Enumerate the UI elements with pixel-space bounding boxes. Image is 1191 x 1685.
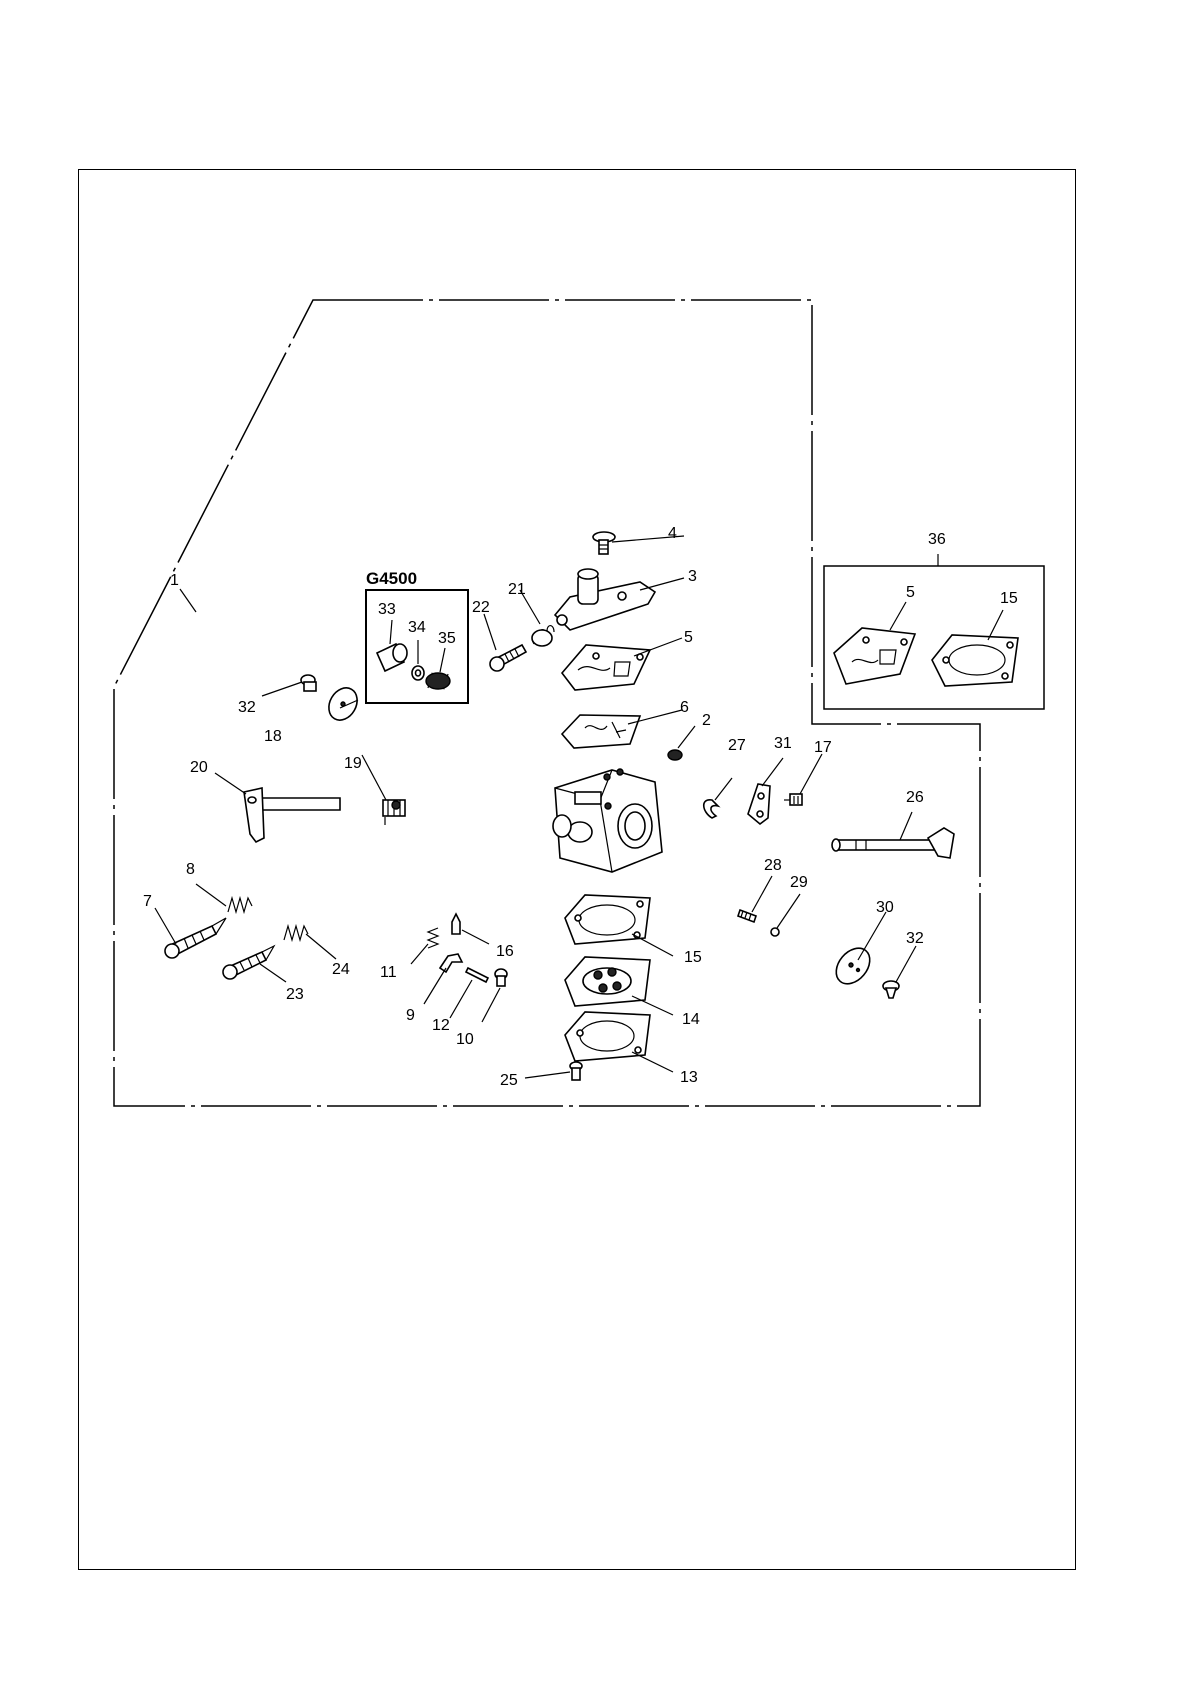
part-24-spring bbox=[284, 926, 308, 940]
part-20-shaft bbox=[244, 788, 340, 842]
label-31: 31 bbox=[774, 735, 792, 752]
part-34-washer bbox=[412, 666, 424, 680]
part-21-spring bbox=[532, 626, 554, 646]
label-15: 15 bbox=[684, 949, 702, 966]
part-19-spring bbox=[383, 800, 405, 825]
label-27: 27 bbox=[728, 737, 746, 754]
part-25-screw bbox=[570, 1062, 582, 1080]
kit-g4500-title: G4500 bbox=[366, 569, 417, 588]
label-6: 6 bbox=[680, 699, 689, 716]
part-16-needle bbox=[452, 914, 460, 934]
label-17: 17 bbox=[814, 739, 832, 756]
part-13-cover bbox=[565, 1012, 650, 1061]
label-16: 16 bbox=[496, 943, 514, 960]
label-20: 20 bbox=[190, 759, 208, 776]
part-9-lever bbox=[440, 954, 462, 972]
part-7-needle bbox=[165, 918, 226, 958]
label-10: 10 bbox=[456, 1031, 474, 1048]
part-17-screw bbox=[784, 794, 802, 805]
label-12: 12 bbox=[432, 1017, 450, 1034]
part-30-disc bbox=[829, 942, 876, 991]
label-25: 25 bbox=[500, 1072, 518, 1089]
label-3: 3 bbox=[688, 568, 697, 585]
label-30: 30 bbox=[876, 899, 894, 916]
part-5-gasket bbox=[562, 645, 650, 690]
part-31-lever bbox=[748, 784, 770, 824]
part-3-cover bbox=[555, 569, 655, 630]
part-2-grommet bbox=[668, 750, 682, 760]
part-10-screw bbox=[495, 969, 507, 986]
label-29: 29 bbox=[790, 874, 808, 891]
label-1: 1 bbox=[170, 572, 179, 589]
part-8-spring bbox=[228, 898, 252, 912]
label-34: 34 bbox=[408, 619, 426, 636]
part-32-screw-left bbox=[301, 675, 316, 691]
label-26: 26 bbox=[906, 789, 924, 806]
label-35: 35 bbox=[438, 630, 456, 647]
label-2: 2 bbox=[702, 712, 711, 729]
label-8: 8 bbox=[186, 861, 195, 878]
label-7: 7 bbox=[143, 893, 152, 910]
label-24: 24 bbox=[332, 961, 350, 978]
label-23: 23 bbox=[286, 986, 304, 1003]
label-22: 22 bbox=[472, 599, 490, 616]
part-4-screw bbox=[593, 532, 615, 554]
part-18-disc bbox=[323, 683, 363, 725]
part-33-cylinder bbox=[377, 644, 407, 671]
label-32-right: 32 bbox=[906, 930, 924, 947]
carburetor-body bbox=[553, 769, 662, 872]
label-15-kit: 15 bbox=[1000, 590, 1018, 607]
label-18: 18 bbox=[264, 728, 282, 745]
label-5: 5 bbox=[684, 629, 693, 646]
part-6-diaphragm bbox=[562, 715, 640, 748]
label-28: 28 bbox=[764, 857, 782, 874]
label-36: 36 bbox=[928, 531, 946, 548]
label-33: 33 bbox=[378, 601, 396, 618]
kit-part-15-gasket bbox=[932, 635, 1018, 686]
part-32-screw-right bbox=[883, 981, 899, 998]
part-27-clip bbox=[704, 800, 718, 818]
part-12-pin bbox=[466, 968, 488, 982]
part-26-shaft bbox=[832, 828, 954, 858]
part-35-spring bbox=[426, 673, 450, 689]
part-23-needle bbox=[223, 946, 274, 979]
part-11-spring bbox=[428, 928, 438, 948]
label-5-kit: 5 bbox=[906, 584, 915, 601]
kit-part-5-gasket bbox=[834, 628, 915, 684]
label-32-left: 32 bbox=[238, 699, 256, 716]
label-11: 11 bbox=[380, 964, 397, 981]
label-21: 21 bbox=[508, 581, 526, 598]
label-14: 14 bbox=[682, 1011, 700, 1028]
part-29-ball bbox=[771, 928, 779, 936]
label-4: 4 bbox=[668, 525, 677, 542]
part-28-screw bbox=[738, 910, 756, 922]
label-9: 9 bbox=[406, 1007, 415, 1024]
label-19: 19 bbox=[344, 755, 362, 772]
label-13: 13 bbox=[680, 1069, 698, 1086]
